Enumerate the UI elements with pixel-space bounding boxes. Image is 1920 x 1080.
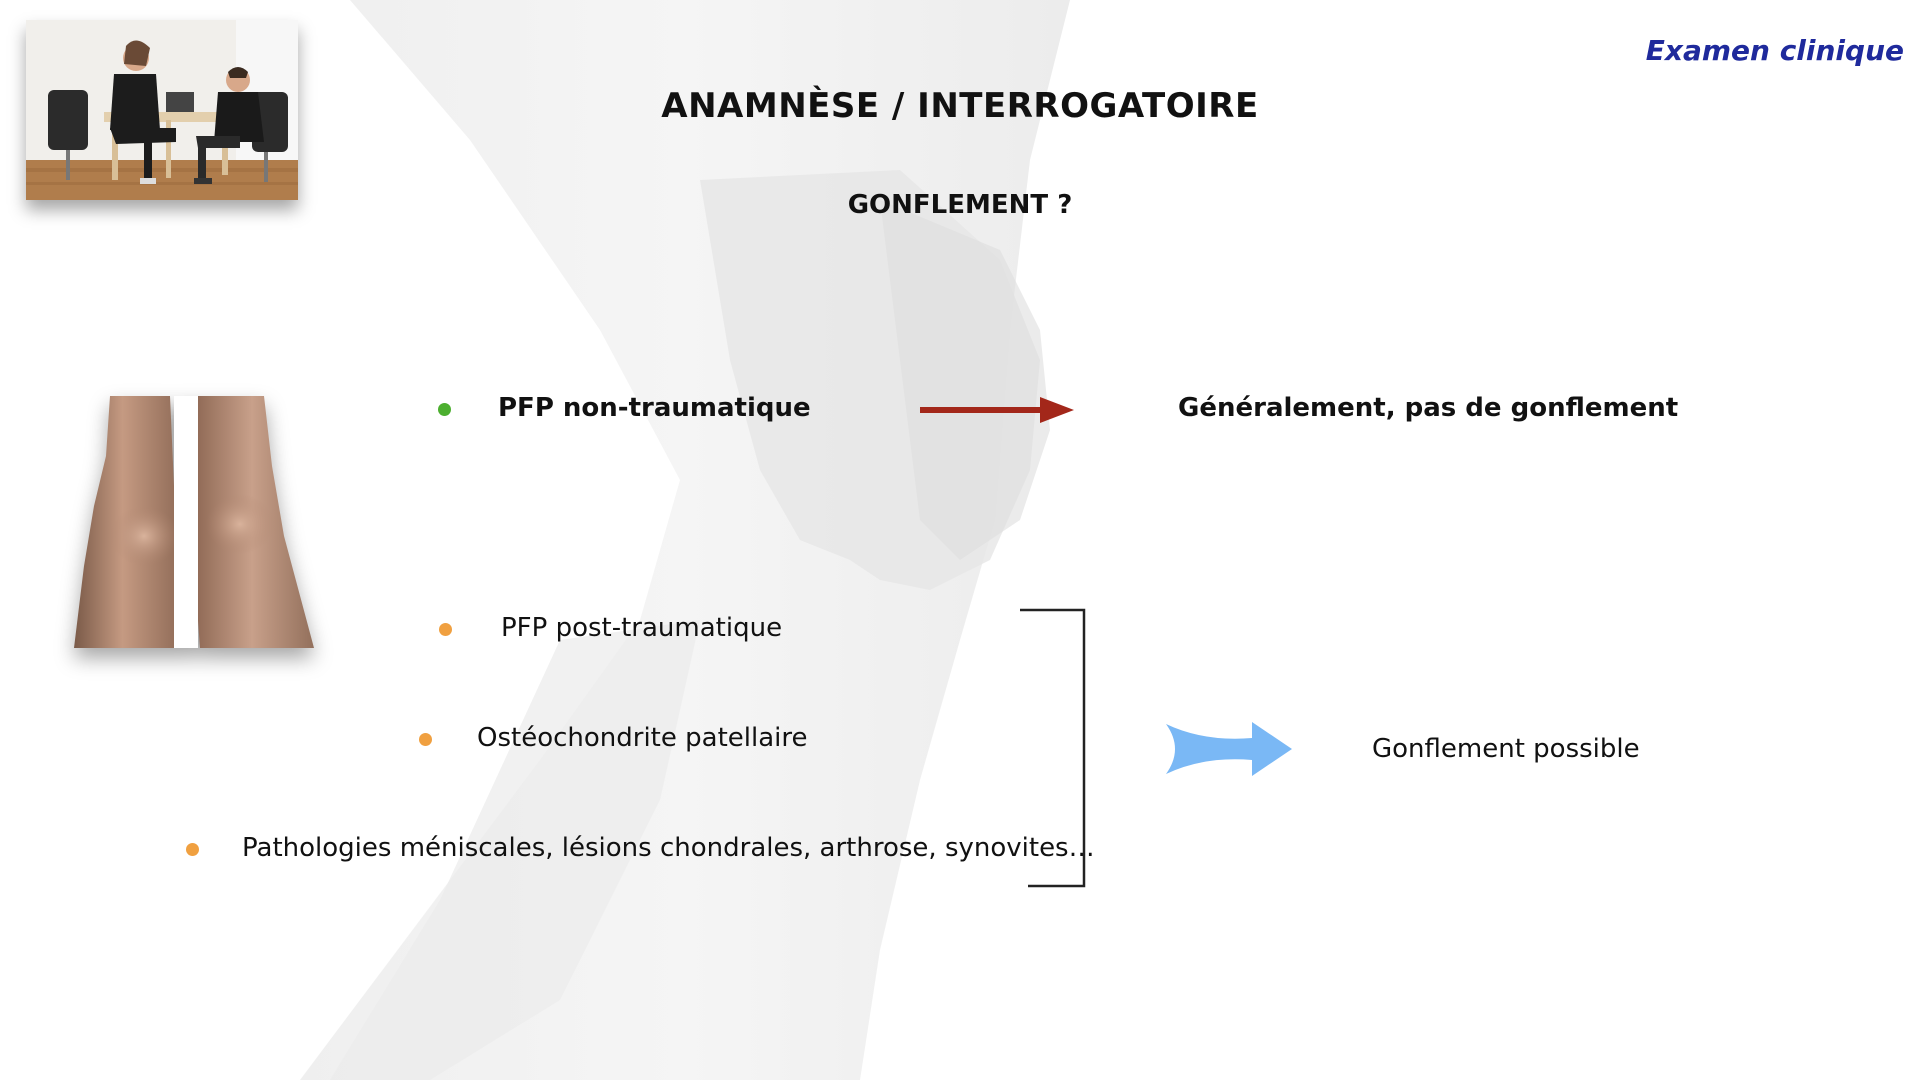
list-item-pathologies: Pathologies méniscales, lésions chondral… (242, 833, 1095, 863)
slide-title: ANAMNÈSE / INTERROGATOIRE (661, 86, 1259, 126)
consultation-photo (26, 20, 298, 200)
section-label: Examen clinique (1645, 34, 1904, 67)
outcome-possible-swelling: Gonflement possible (1372, 734, 1640, 764)
red-arrow-icon (920, 397, 1074, 423)
bullet-orange (186, 843, 199, 856)
bullet-orange (419, 733, 432, 746)
slide-subtitle: GONFLEMENT ? (847, 190, 1073, 220)
list-item-pfp-post-traumatique: PFP post-traumatique (501, 613, 783, 643)
list-item-osteochondrite: Ostéochondrite patellaire (477, 723, 808, 753)
bullet-green (438, 403, 451, 416)
blue-arrow-icon (1166, 722, 1292, 776)
grouping-bracket (1020, 608, 1086, 888)
knees-photo (74, 396, 314, 648)
bullet-orange (439, 623, 452, 636)
outcome-no-swelling: Généralement, pas de gonflement (1178, 393, 1679, 423)
list-item-pfp-non-traumatique: PFP non-traumatique (498, 393, 811, 423)
